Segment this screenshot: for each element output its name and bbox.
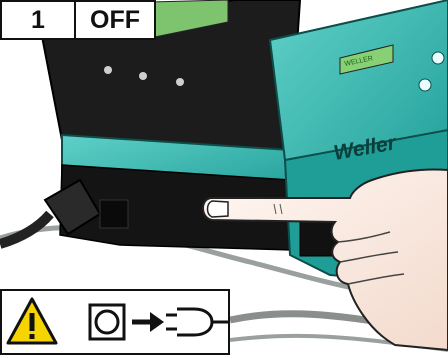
step-number: 1 [0, 0, 76, 40]
warning-panel [0, 289, 230, 355]
control-button [176, 78, 184, 86]
control-button [139, 72, 147, 80]
power-unit-button [432, 52, 444, 64]
power-unit-button [419, 79, 431, 91]
control-button [104, 66, 112, 74]
power-plug-icon [166, 309, 228, 335]
power-state-label: OFF [74, 0, 156, 40]
warning-triangle-icon [8, 299, 56, 343]
fingernail [208, 201, 229, 217]
power-socket-icon [90, 305, 124, 339]
plug-socket [100, 200, 128, 228]
arrow-right-icon [132, 312, 164, 332]
power-switch [300, 222, 336, 256]
